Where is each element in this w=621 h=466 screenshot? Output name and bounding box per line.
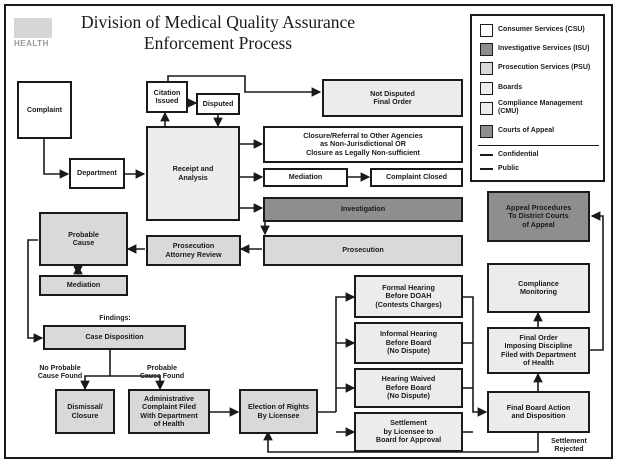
node-citation-issued: Citation Issued: [146, 81, 188, 113]
node-investigation: Investigation: [263, 197, 463, 222]
node-probable-cause: Probable Cause: [39, 212, 128, 266]
node-not-disputed-final-order: Not Disputed Final Order: [322, 79, 463, 117]
label-findings: Findings:: [99, 315, 131, 322]
legend-label: Investigative Services (ISU): [498, 45, 590, 53]
legend-swatch: [480, 125, 493, 138]
node-disputed: Disputed: [196, 93, 240, 115]
node-dismissal-closure: Dismissal/ Closure: [55, 389, 115, 434]
legend-line-public: Public: [480, 165, 519, 173]
node-case-disposition: Case Disposition: [43, 325, 186, 350]
legend-label: Courts of Appeal: [498, 127, 555, 135]
legend-item-isu: Investigative Services (ISU): [480, 43, 589, 56]
node-final-board-action: Final Board Action and Disposition: [487, 391, 590, 433]
node-administrative-complaint: Administrative Complaint Filed With Depa…: [128, 389, 210, 434]
legend-label: Consumer Services (CSU): [498, 26, 585, 34]
node-complaint: Complaint: [17, 81, 72, 139]
logo-mark: [14, 18, 52, 38]
node-closure-referral: Closure/Referral to Other Agencies as No…: [263, 126, 463, 163]
node-appeal-procedures: Appeal Procedures To District Courts of …: [487, 191, 590, 242]
node-settlement: Settlement by Licensee to Board for Appr…: [354, 412, 463, 452]
legend-label: Public: [498, 165, 520, 172]
legend-line-swatch: [480, 168, 493, 171]
legend-label: Confidential: [498, 151, 539, 158]
legend-item-psu: Prosecution Services (PSU): [480, 62, 590, 75]
legend-item-cmu: Compliance Management (CMU): [480, 100, 582, 116]
node-election-of-rights: Election of Rights By Licensee: [239, 389, 318, 434]
legend-label: Prosecution Services (PSU): [498, 64, 591, 72]
legend-line-swatch: [480, 154, 493, 157]
legend-swatch: [480, 43, 493, 56]
node-informal-hearing: Informal Hearing Before Board (No Disput…: [354, 322, 463, 364]
node-formal-hearing: Formal Hearing Before DOAH (Contests Cha…: [354, 275, 463, 318]
node-receipt-analysis: Receipt and Analysis: [146, 126, 240, 221]
page-title: Division of Medical Quality Assurance En…: [80, 12, 356, 53]
node-prosecution: Prosecution: [263, 235, 463, 266]
node-final-order: Final Order Imposing Discipline Filed wi…: [487, 327, 590, 374]
legend-swatch: [480, 82, 493, 95]
legend-swatch: [480, 62, 493, 75]
legend-label: Boards: [498, 84, 523, 92]
node-compliance-monitoring: Compliance Monitoring: [487, 263, 590, 313]
label-no-probable-cause: No Probable Cause Found: [37, 365, 83, 381]
node-department: Department: [69, 158, 125, 189]
node-hearing-waived: Hearing Waived Before Board (No Dispute): [354, 368, 463, 408]
node-mediation-psu: Mediation: [39, 275, 128, 296]
label-settlement-rejected: Settlement Rejected: [551, 438, 587, 454]
legend-divider: [478, 145, 599, 146]
legend-item-courts: Courts of Appeal: [480, 125, 554, 138]
legend-swatch: [480, 24, 493, 37]
node-prosecution-attorney-review: Prosecution Attorney Review: [146, 235, 241, 266]
node-mediation-csu: Mediation: [263, 168, 348, 187]
health-logo: HEALTH: [14, 18, 52, 50]
label-probable-cause-found: Probable Cause Found: [139, 365, 185, 381]
legend-label: Compliance Management (CMU): [498, 100, 583, 116]
node-complaint-closed: Complaint Closed: [370, 168, 463, 187]
legend-line-confidential: Confidential: [480, 151, 538, 159]
legend-item-csu: Consumer Services (CSU): [480, 24, 585, 37]
logo-wordmark: HEALTH: [14, 39, 49, 48]
legend-swatch: [480, 101, 493, 115]
legend-item-boards: Boards: [480, 82, 522, 95]
legend: Consumer Services (CSU) Investigative Se…: [470, 14, 605, 182]
